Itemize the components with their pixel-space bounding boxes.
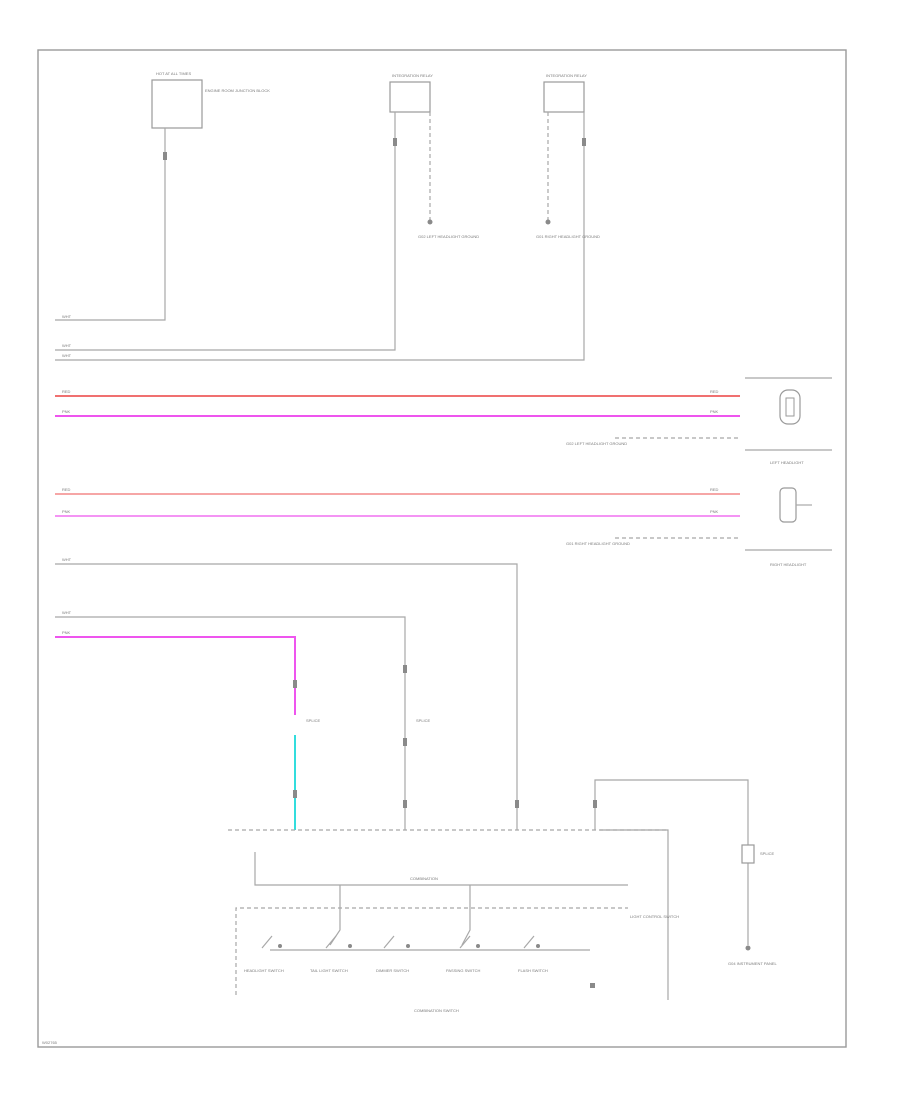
wire-tag-7: PNK bbox=[62, 509, 71, 514]
ground-symbol-bottom bbox=[745, 945, 751, 951]
right-headlight-bulb bbox=[779, 487, 797, 523]
wire-tag-9: WHT bbox=[62, 610, 72, 615]
switch-flash-contact bbox=[536, 944, 540, 948]
wire-tag-12: PNK bbox=[710, 409, 719, 414]
switch-headlight-contact bbox=[278, 944, 282, 948]
connector-ecu-bracket bbox=[254, 852, 628, 886]
light-control-label: LIGHT CONTROL SWITCH bbox=[630, 914, 679, 919]
connector-relay-right bbox=[582, 138, 586, 146]
switch-dimmer-contact bbox=[406, 944, 410, 948]
wire-tag-3: WHT bbox=[62, 353, 72, 358]
wire-tag-14: PNK bbox=[710, 509, 719, 514]
switch-drop-1 bbox=[329, 885, 341, 946]
splice-mid-label: SPLICE bbox=[416, 718, 431, 723]
splice-right-fuse bbox=[741, 844, 755, 864]
connector-bus-right bbox=[600, 829, 669, 1000]
connector-cyan bbox=[293, 790, 297, 798]
rh-ground-note: G01 RIGHT HEADLIGHT GROUND bbox=[566, 541, 630, 546]
connector-mid-c bbox=[403, 800, 407, 808]
relay-right-label: INTEGRATION RELAY bbox=[546, 73, 587, 78]
wire-relay-left-a bbox=[55, 112, 396, 351]
switch-tail-label: TAIL LIGHT SWITCH bbox=[310, 968, 348, 973]
wire-tag-8: WHT bbox=[62, 557, 72, 562]
splice-right-label: SPLICE bbox=[760, 851, 775, 856]
wire-tag-6: RED bbox=[62, 487, 71, 492]
wire-fuse-down bbox=[55, 128, 166, 321]
ground-bottom-label: G04 INSTRUMENT PANEL bbox=[728, 961, 778, 966]
switch-assembly-label: COMBINATION SWITCH bbox=[414, 1008, 459, 1013]
relay-right bbox=[543, 81, 585, 113]
left-headlight-bulb bbox=[779, 389, 801, 425]
connector-right-b bbox=[593, 800, 597, 808]
ground-left-label: G02 LEFT HEADLIGHT GROUND bbox=[418, 234, 479, 239]
wire-relay-right-a bbox=[55, 112, 585, 361]
wire-tag-1: WHT bbox=[62, 314, 72, 319]
switch-flash-blade bbox=[523, 935, 535, 949]
switch-passing-label: PASSING SWITCH bbox=[446, 968, 480, 973]
wire-tag-11: RED bbox=[710, 389, 719, 394]
switch-flash-label: FLASH SWITCH bbox=[518, 968, 548, 973]
fuse-box-label: HOT AT ALL TIMES bbox=[156, 71, 191, 76]
wire-gray-lower-1 bbox=[55, 563, 518, 830]
ground-right-label: G01 RIGHT HEADLIGHT GROUND bbox=[536, 234, 600, 239]
ground-symbol-left bbox=[427, 219, 433, 225]
right-headlight-label: RIGHT HEADLIGHT bbox=[770, 562, 807, 567]
switch-dimmer-label: DIMMER SWITCH bbox=[376, 968, 409, 973]
switch-headlight-label: HEADLIGHT SWITCH bbox=[244, 968, 284, 973]
wire-tag-2: WHT bbox=[62, 343, 72, 348]
wire-tag-4: RED bbox=[62, 389, 71, 394]
connector-fuse bbox=[163, 152, 167, 160]
switch-tail-contact bbox=[348, 944, 352, 948]
splice-left-label: SPLICE bbox=[306, 718, 321, 723]
left-headlight-label: LEFT HEADLIGHT bbox=[770, 460, 804, 465]
relay-left-label: INTEGRATION RELAY bbox=[392, 73, 433, 78]
connector-right-a bbox=[515, 800, 519, 808]
switch-dimmer-blade bbox=[383, 935, 395, 949]
diagram-frame bbox=[37, 49, 847, 1048]
switch-drop-2 bbox=[461, 885, 471, 946]
switch-ground-mark bbox=[590, 983, 595, 988]
switch-headlight-blade bbox=[261, 935, 273, 949]
connector-pink bbox=[293, 680, 297, 688]
fuse-box bbox=[151, 79, 203, 129]
wire-tag-10: PNK bbox=[62, 630, 71, 635]
wire-tag-5: PNK bbox=[62, 409, 71, 414]
wire-tag-13: RED bbox=[710, 487, 719, 492]
switch-tail-blade bbox=[325, 935, 337, 949]
lh-ground-note: G02 LEFT HEADLIGHT GROUND bbox=[566, 441, 627, 446]
connector-relay-left bbox=[393, 138, 397, 146]
fuse-block-note: ENGINE ROOM JUNCTION BLOCK bbox=[205, 88, 270, 93]
wire-right-branch bbox=[594, 779, 749, 945]
relay-left bbox=[389, 81, 431, 113]
switch-passing-contact bbox=[476, 944, 480, 948]
wire-pink-lower bbox=[55, 636, 296, 715]
connector-ecu-label: COMBINATION bbox=[410, 876, 438, 881]
left-headlight-filament bbox=[785, 397, 795, 417]
wire-gray-lower-2 bbox=[55, 616, 406, 830]
ground-symbol-right bbox=[545, 219, 551, 225]
connector-mid-a bbox=[403, 665, 407, 673]
footer-code: W02765 bbox=[42, 1040, 58, 1045]
connector-mid-b bbox=[403, 738, 407, 746]
switch-passing-blade bbox=[459, 935, 471, 949]
switch-assembly-frame bbox=[235, 907, 628, 995]
